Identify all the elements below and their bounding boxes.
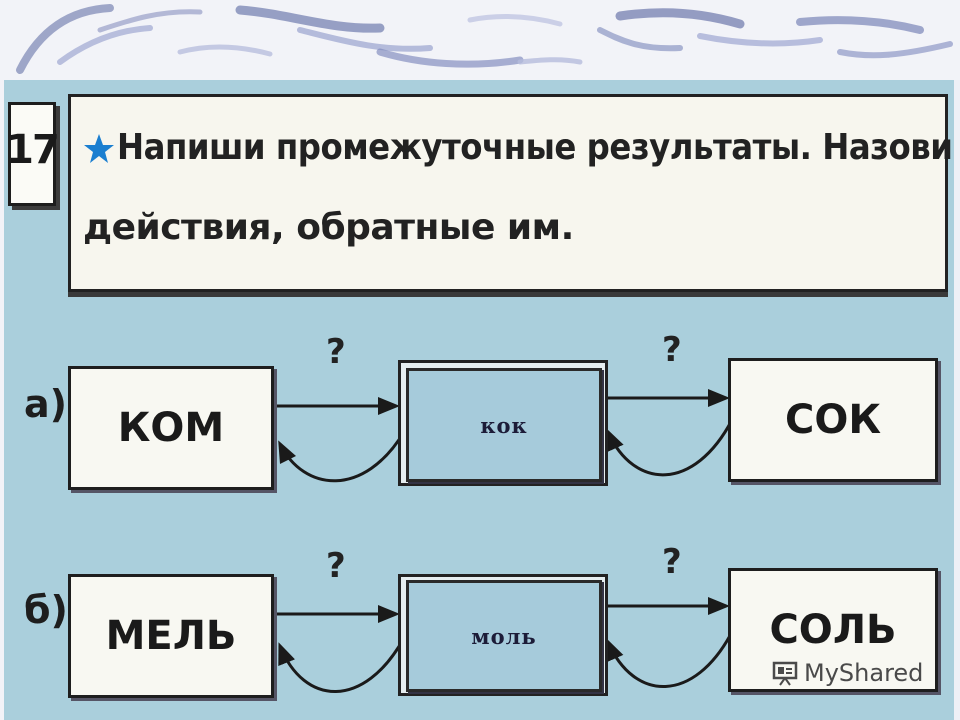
textbook-page: 17 Напиши промежуточные результаты. Назо… (4, 80, 954, 720)
watermark: MyShared (772, 656, 923, 690)
question-mark: ? (662, 330, 682, 370)
instruction-box: Напиши промежуточные результаты. Назови … (68, 94, 954, 292)
question-mark: ? (662, 542, 682, 582)
instruction-text-line1: Напиши промежуточные результаты. Назови … (117, 127, 954, 168)
presentation-icon (772, 661, 798, 686)
start-word-box-a: КОМ (68, 366, 274, 490)
row-label-a: а) (24, 382, 68, 426)
row-label-b: б) (24, 588, 68, 632)
backward-arrow (278, 431, 406, 483)
end-word-box-a: СОК (728, 358, 938, 482)
backward-arrow (278, 637, 406, 693)
task-number: 17 (6, 102, 60, 206)
page-right-edge (954, 80, 960, 720)
answer-box-b[interactable]: моль (406, 580, 602, 692)
instruction-text-line2: действия, обратные им. (83, 207, 574, 248)
question-mark: ? (326, 546, 346, 586)
arrows-layer (272, 389, 734, 693)
backward-arrow (606, 419, 734, 477)
answer-box-a[interactable]: кок (406, 368, 602, 482)
end-word-box-b: СОЛЬ (728, 568, 938, 692)
decorative-swirl-banner (0, 0, 960, 80)
question-mark: ? (326, 332, 346, 372)
watermark-text: MyShared (804, 659, 924, 687)
start-word-box-b: МЕЛЬ (68, 574, 274, 698)
star-icon (84, 134, 114, 163)
backward-arrow (606, 631, 734, 688)
